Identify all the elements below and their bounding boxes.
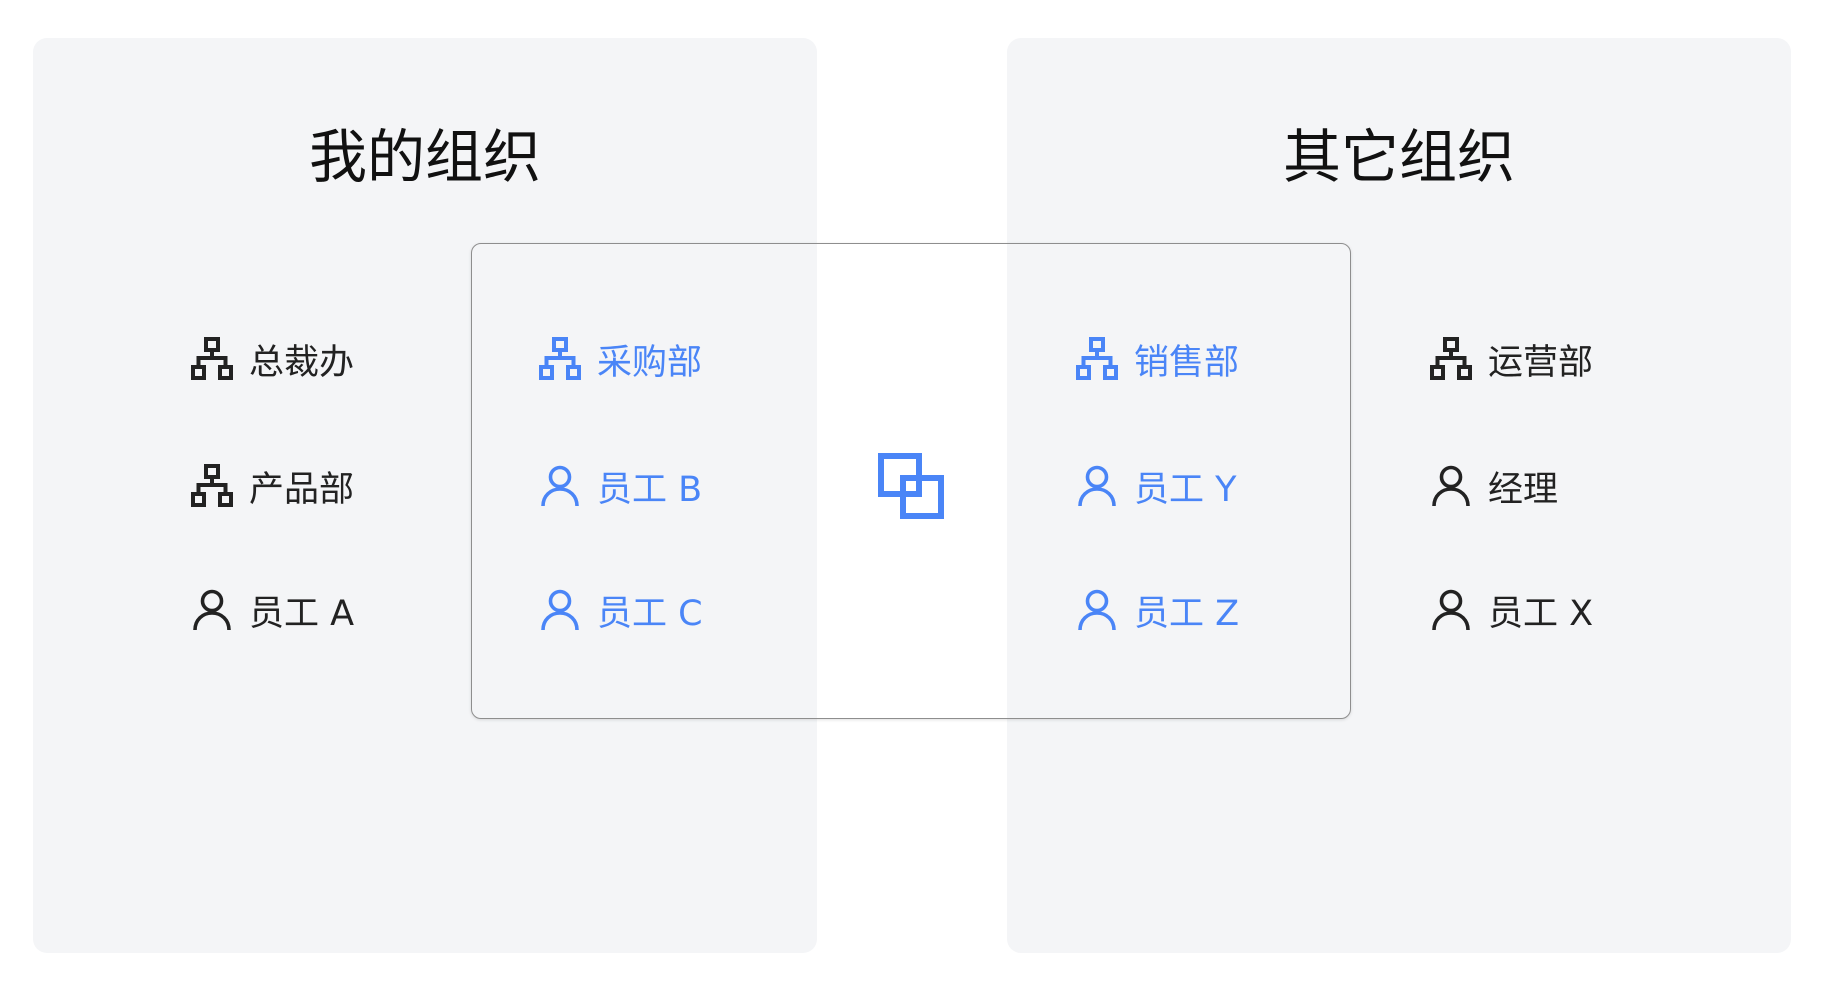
org-chart-icon — [1074, 336, 1120, 382]
item-label: 员工 B — [597, 469, 703, 510]
list-item-dept[interactable]: 产品部 — [189, 461, 354, 511]
item-label: 员工 Z — [1134, 593, 1240, 634]
list-item-dept[interactable]: 采购部 — [537, 334, 702, 384]
user-icon — [537, 463, 583, 509]
shared-region-box — [471, 243, 1351, 719]
list-item-user[interactable]: 员工 C — [537, 585, 703, 635]
list-item-user[interactable]: 经理 — [1428, 461, 1558, 511]
user-icon — [537, 587, 583, 633]
list-item-user[interactable]: 员工 B — [537, 461, 702, 511]
org-chart-icon — [189, 336, 235, 382]
user-icon — [1074, 463, 1120, 509]
item-label: 采购部 — [597, 342, 703, 383]
my-organization-panel: 我的组织 — [33, 38, 817, 953]
item-label: 员工 A — [249, 593, 355, 634]
overlap-squares-icon — [878, 453, 944, 519]
list-item-dept[interactable]: 运营部 — [1428, 334, 1593, 384]
user-icon — [1428, 463, 1474, 509]
item-label: 总裁办 — [249, 342, 355, 383]
list-item-user[interactable]: 员工 Z — [1074, 585, 1239, 635]
user-icon — [1428, 587, 1474, 633]
item-label: 产品部 — [249, 469, 355, 510]
other-organization-title: 其它组织 — [1282, 123, 1515, 191]
list-item-dept[interactable]: 销售部 — [1074, 334, 1239, 384]
list-item-user[interactable]: 员工 Y — [1074, 461, 1237, 511]
list-item-user[interactable]: 员工 X — [1428, 585, 1593, 635]
org-chart-icon — [189, 463, 235, 509]
user-icon — [189, 587, 235, 633]
item-label: 销售部 — [1134, 342, 1240, 383]
item-label: 员工 X — [1488, 593, 1594, 634]
item-label: 员工 C — [597, 593, 703, 634]
list-item-user[interactable]: 员工 A — [189, 585, 354, 635]
my-organization-title: 我的组织 — [308, 123, 541, 191]
item-label: 经理 — [1488, 469, 1559, 510]
org-chart-icon — [537, 336, 583, 382]
item-label: 员工 Y — [1134, 469, 1237, 510]
item-label: 运营部 — [1488, 342, 1594, 383]
user-icon — [1074, 587, 1120, 633]
list-item-dept[interactable]: 总裁办 — [189, 334, 354, 384]
org-chart-icon — [1428, 336, 1474, 382]
other-organization-panel: 其它组织 — [1007, 38, 1791, 953]
